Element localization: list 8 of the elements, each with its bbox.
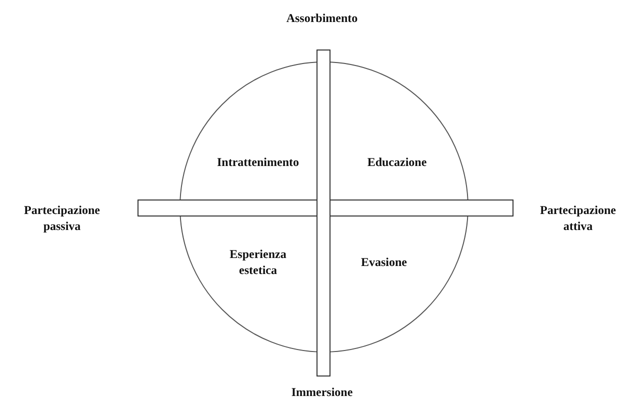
quadrant-label: Educazione	[367, 154, 427, 170]
axis-label: Partecipazione passiva	[23, 202, 101, 234]
quadrant-label: Esperienza estetica	[228, 246, 288, 278]
axis-label: Immersione	[291, 384, 353, 400]
axis-label: Assorbimento	[286, 10, 358, 26]
axis-label: Partecipazione attiva	[539, 202, 617, 234]
quadrant-label: Intrattenimento	[217, 154, 299, 170]
quadrant-label: Evasione	[361, 254, 407, 270]
